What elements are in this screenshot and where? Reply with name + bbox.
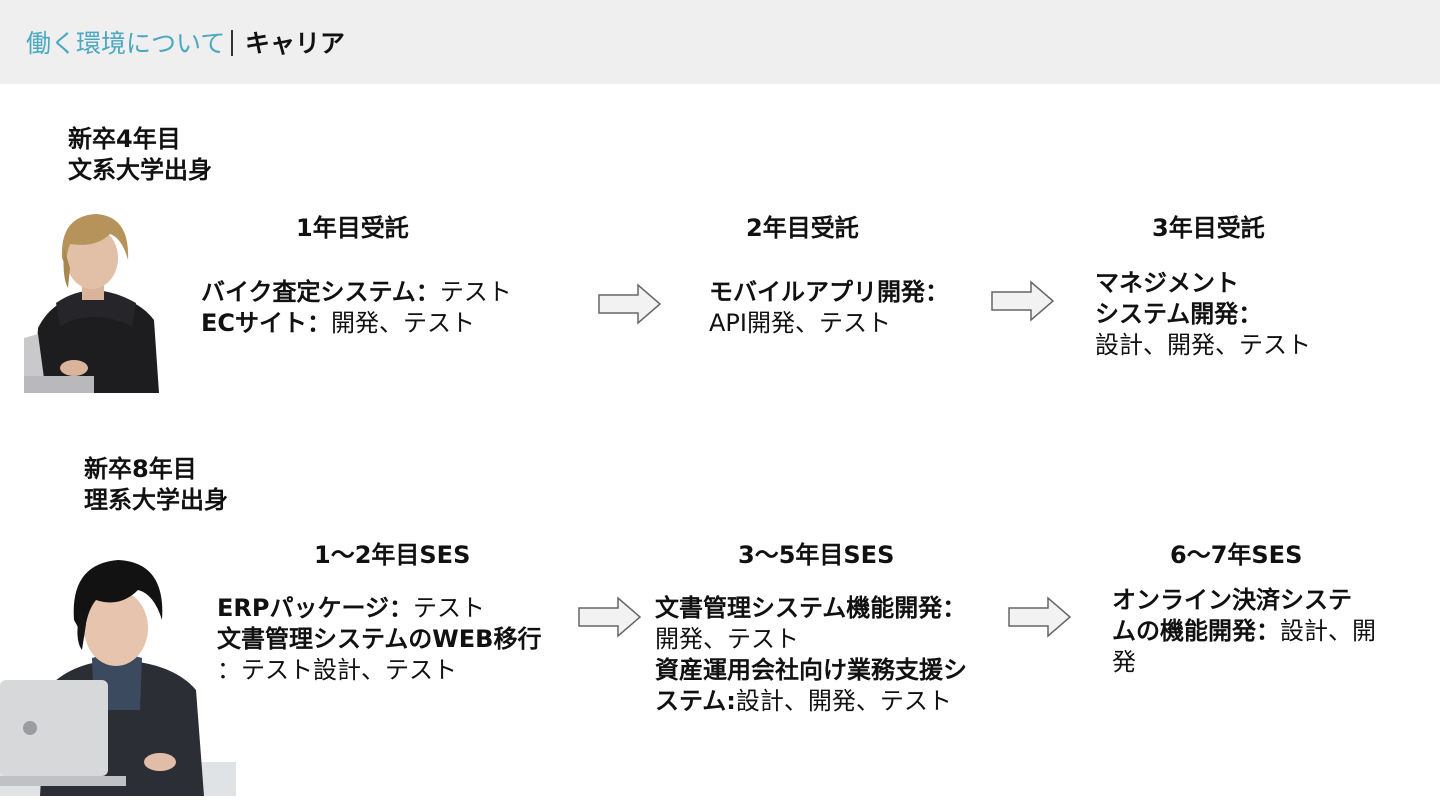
person1-stage1-heading: 1年目受託 — [296, 214, 409, 242]
list-item: システム開発： — [1095, 300, 1263, 328]
list-item: 資産運用会社向け業務支援シ — [655, 656, 967, 684]
page-subtitle: キャリア — [245, 29, 346, 58]
person1-stage3-desc: マネジメント システム開発： 設計、開発、テスト — [1095, 268, 1311, 361]
list-item: ECサイト：開発、テスト — [201, 309, 476, 337]
person1-stage2-heading: 2年目受託 — [746, 214, 859, 242]
person2-background: 理系大学出身 — [84, 486, 228, 514]
list-item: 文書管理システムのWEB移行 — [217, 625, 542, 653]
list-item: ：テスト設計、テスト — [217, 656, 457, 684]
person2-stage1-desc: ERPパッケージ：テスト 文書管理システムのWEB移行 ：テスト設計、テスト — [217, 593, 541, 686]
list-item: モバイルアプリ開発： — [709, 278, 949, 306]
person2-stage2-heading: 3〜5年目SES — [738, 541, 895, 569]
list-item: ムの機能開発：設計、開 — [1112, 617, 1376, 645]
page-title: 働く環境について — [26, 29, 226, 58]
list-item: マネジメント — [1095, 269, 1239, 297]
person2-stage3-heading: 6〜7年SES — [1170, 541, 1303, 569]
person1-photo — [24, 208, 161, 393]
right-arrow-icon — [578, 596, 642, 638]
right-arrow-icon — [598, 283, 662, 325]
person2-photo — [0, 550, 236, 796]
list-item: API開発、テスト — [709, 309, 891, 337]
list-item: オンライン決済システ — [1112, 586, 1352, 614]
right-arrow-icon — [1008, 596, 1072, 638]
list-item: 発 — [1112, 648, 1136, 676]
list-item: バイク査定システム：テスト — [201, 278, 512, 306]
person2-stage1-heading: 1〜2年目SES — [314, 541, 471, 569]
header-divider — [231, 30, 233, 56]
person1-stage1-desc: バイク査定システム：テスト ECサイト：開発、テスト — [201, 277, 512, 339]
person1-tenure: 新卒4年目 — [68, 125, 181, 153]
list-item: 開発、テスト — [655, 625, 799, 653]
person2-stage3-desc: オンライン決済システ ムの機能開発：設計、開 発 — [1112, 585, 1376, 678]
list-item: 文書管理システム機能開発： — [655, 594, 967, 622]
person1-background: 文系大学出身 — [68, 156, 212, 184]
list-item: ステム:設計、開発、テスト — [655, 687, 952, 715]
person2-stage2-desc: 文書管理システム機能開発： 開発、テスト 資産運用会社向け業務支援シ ステム:設… — [655, 593, 967, 717]
person1-stage2-desc: モバイルアプリ開発： API開発、テスト — [709, 277, 949, 339]
header-bar: 働く環境について キャリア — [0, 0, 1440, 84]
list-item: 設計、開発、テスト — [1095, 331, 1311, 359]
list-item: ERPパッケージ：テスト — [217, 594, 485, 622]
right-arrow-icon — [991, 280, 1055, 322]
person1-stage3-heading: 3年目受託 — [1152, 214, 1265, 242]
person2-tenure: 新卒8年目 — [84, 455, 197, 483]
